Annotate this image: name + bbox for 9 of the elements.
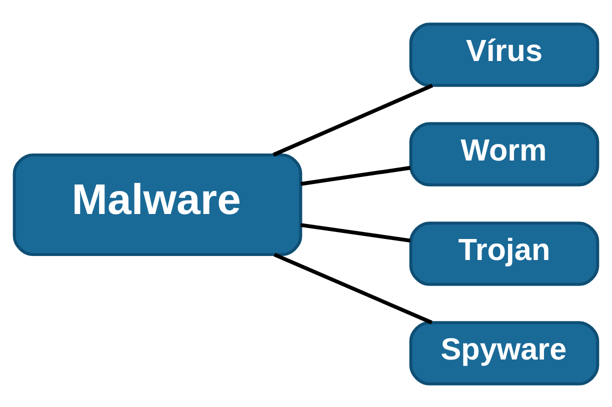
node-box: Spyware (409, 320, 600, 385)
connector (300, 165, 411, 186)
connector (272, 83, 434, 156)
node-box: Trojan (409, 221, 600, 286)
node-box: Worm (409, 122, 600, 186)
connector (274, 252, 432, 324)
node-box: Malware (12, 152, 302, 256)
node-box: Vírus (409, 22, 600, 86)
connector (300, 222, 411, 242)
